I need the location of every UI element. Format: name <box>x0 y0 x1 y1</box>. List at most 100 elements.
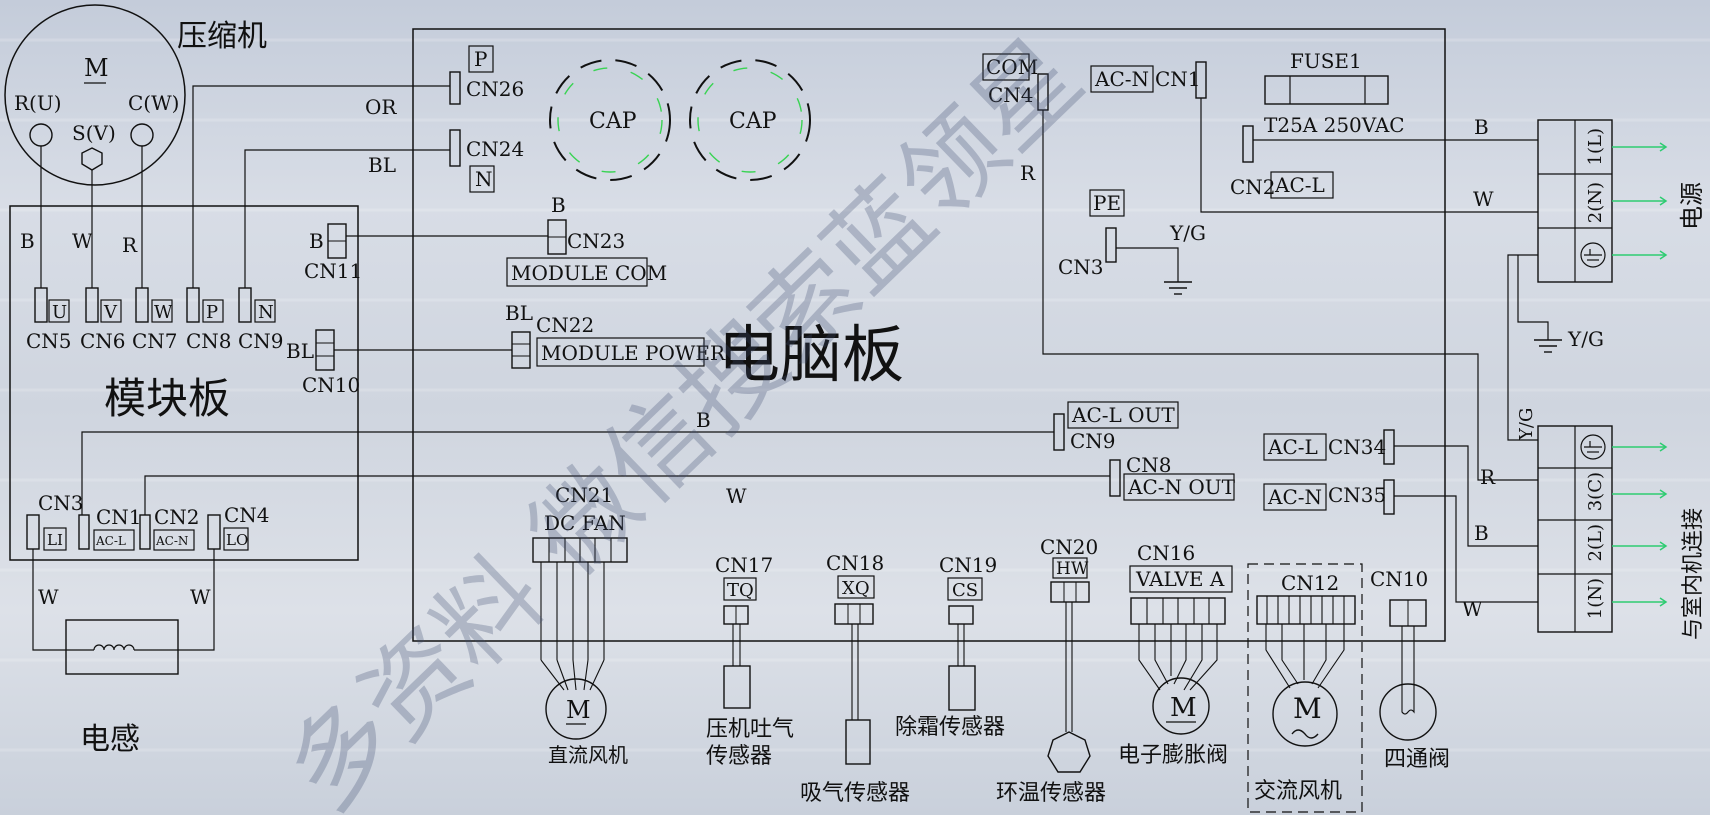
ac-fan-motor <box>1272 681 1338 747</box>
cn35-label: CN35 <box>1328 483 1386 507</box>
suction-label: 吸气传感器 <box>800 781 910 806</box>
compressor-c-label: C(W) <box>128 91 179 115</box>
connector-cn22 <box>511 331 531 369</box>
power-r-wire <box>1042 110 1538 481</box>
ac-fan-enclosure <box>1247 563 1363 813</box>
suction-sensor <box>845 719 871 765</box>
acn-tag: AC-N <box>1094 67 1149 91</box>
power-cn4-label: CN4 <box>988 83 1034 107</box>
cn35-wire-w: W <box>1462 597 1483 621</box>
acl-out-tag: AC-L OUT <box>1071 403 1175 427</box>
cn16-label: CN16 <box>1137 541 1195 565</box>
module-board-outline <box>9 205 359 561</box>
dc-fan-label: DC FAN <box>544 511 626 535</box>
cn10-wire-label: BL <box>286 339 314 363</box>
connector-cn8 <box>186 287 200 323</box>
connector-cn35 <box>1383 479 1395 515</box>
cn26-tag: P <box>474 47 487 71</box>
outdoor-arrows <box>1612 442 1668 607</box>
mod-cn3-label: CN3 <box>38 491 84 515</box>
dc-fan-motor-m: M <box>566 696 591 724</box>
inductor-coil <box>93 644 135 651</box>
mod-cn1-tag: AC-L <box>95 534 126 548</box>
mod-connector-cn1 <box>78 514 90 550</box>
compressor-terminal-r <box>29 123 53 147</box>
connector-cn9-tag: N <box>258 302 274 323</box>
power-w-label: W <box>1473 187 1494 211</box>
wire-label-b: B <box>20 229 35 253</box>
power-cn2-label: CN2 <box>1230 175 1276 199</box>
compressor-wires <box>40 146 143 288</box>
cn18-label: CN18 <box>826 551 884 575</box>
compressor-terminal-c <box>130 123 154 147</box>
connector-power-cn2 <box>1242 125 1254 163</box>
main-board-outline <box>412 28 1446 642</box>
compressor-terminal-s <box>81 147 103 171</box>
ground-yg-label: Y/G <box>1567 327 1604 351</box>
cn17-label: CN17 <box>715 553 773 577</box>
mod-cn2-tag: AC-N <box>155 534 188 548</box>
inductor-wires <box>32 549 215 651</box>
mod-connector-cn4 <box>207 514 221 550</box>
connector-cn24 <box>449 129 461 167</box>
supply-arrows <box>1612 142 1668 260</box>
cn34-label: CN34 <box>1328 435 1386 459</box>
cn11-label: CN11 <box>304 259 362 283</box>
fuse-body <box>1264 75 1389 105</box>
cn34-wire-r: R <box>1480 465 1496 489</box>
capacitor-2-label: CAP <box>729 109 777 134</box>
cn35-wire-b: B <box>1474 521 1489 545</box>
connector-cn6-label: CN6 <box>80 329 126 353</box>
connector-cn26 <box>449 71 461 105</box>
connector-cn5-label: CN5 <box>26 329 72 353</box>
mod-cn4-label: CN4 <box>224 503 270 527</box>
outdoor-link-label: 与室内机连接 <box>1681 508 1706 640</box>
cn19-label: CN19 <box>939 553 997 577</box>
cn12-label: CN12 <box>1281 571 1339 595</box>
cn23-tag: MODULE COM <box>511 261 667 285</box>
cn21-label: CN21 <box>555 483 613 507</box>
connector-cn9 <box>238 287 252 323</box>
four-way-cn10-label: CN10 <box>1370 567 1428 591</box>
connector-cn7 <box>135 287 149 323</box>
module-board-label: 模块板 <box>104 374 230 423</box>
supply-label: 电源 <box>1678 182 1706 230</box>
terminal-3c: 3(C) <box>1585 472 1606 511</box>
connector-cn8-label: CN8 <box>186 329 232 353</box>
cn26-label: CN26 <box>466 77 524 101</box>
connector-cn20 <box>1050 581 1090 603</box>
cn16-tag: VALVE A <box>1135 567 1225 591</box>
connector-cn6-tag: V <box>103 302 118 323</box>
module-bottom-connectors: CN3 LI CN1 AC-L CN2 AC-N CN4 LO <box>26 491 270 551</box>
eev-motor-m: M <box>1170 693 1197 723</box>
compressor-label: 压缩机 <box>177 19 267 54</box>
wire-label-bl: BL <box>368 153 396 177</box>
connector-power-cn3 <box>1105 227 1117 263</box>
connector-cn12 <box>1256 595 1356 625</box>
connector-main-cn9 <box>1053 413 1065 451</box>
power-b-label: B <box>1474 115 1489 139</box>
wire-label-or: OR <box>365 95 397 119</box>
cn10-label: CN10 <box>302 373 360 397</box>
connector-cn18 <box>834 603 874 625</box>
connector-cn5-tag: U <box>52 302 67 323</box>
eev-motor <box>1152 677 1210 735</box>
connector-cn7-tag: W <box>154 302 173 323</box>
wire-label-w: W <box>72 229 93 253</box>
terminal-1l: 1(L) <box>1585 128 1606 165</box>
connector-cn8-tag: P <box>206 302 218 323</box>
cn24-label: CN24 <box>466 137 524 161</box>
power-cn3-label: CN3 <box>1058 255 1104 279</box>
compressor: 压缩机 M R(U) S(V) C(W) <box>4 4 267 186</box>
ac-fan-label: 交流风机 <box>1254 779 1342 804</box>
wire-label-r: R <box>122 233 138 257</box>
inductor-box <box>65 619 179 675</box>
cn20-label: CN20 <box>1040 535 1098 559</box>
cn23-label: CN23 <box>567 229 625 253</box>
cn11-wire-label: B <box>309 229 324 253</box>
connector-cn34 <box>1383 429 1395 465</box>
ground-symbol-2 <box>1534 339 1562 353</box>
connector-cn7-label: CN7 <box>132 329 178 353</box>
terminal-2l: 2(L) <box>1585 524 1606 561</box>
compressor-r-label: R(U) <box>14 91 62 115</box>
